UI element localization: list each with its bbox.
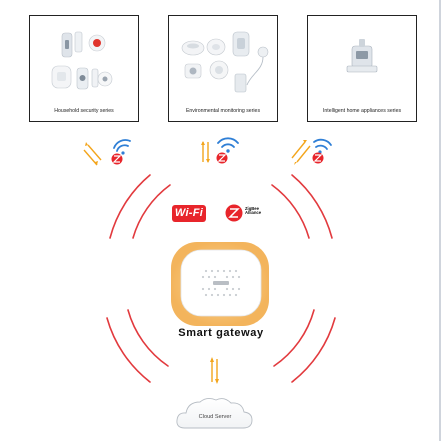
right-signal-arrows-icon (291, 140, 311, 165)
center-wifi-icon (217, 137, 239, 153)
left-zigbee-icon (111, 153, 123, 165)
right-link-icons (291, 138, 332, 165)
left-signal-arrows-icon (83, 142, 102, 166)
center-zigbee-icon (216, 152, 228, 164)
left-link-icons (83, 139, 131, 166)
right-wifi-icon (313, 138, 332, 154)
zigbee-text-line1: ZigBee (245, 206, 259, 211)
signal-waves (106, 174, 336, 383)
gateway-vent-grid (201, 269, 241, 297)
page-edge-divider (439, 0, 441, 441)
wave-top-right-outer (291, 174, 333, 239)
wifi-logo-text: Wi-Fi (174, 207, 204, 219)
household-security-card[interactable]: Household security series (29, 15, 139, 122)
wave-top-right-inner (271, 184, 310, 239)
gateway-brand-mark (213, 281, 229, 285)
intelligent-appliances-label: Intelligent home appliances series (322, 108, 402, 114)
smart-gateway-device[interactable] (171, 242, 269, 326)
center-signal-arrows-icon (201, 141, 210, 163)
left-wifi-icon (113, 139, 131, 155)
zigbee-alliance-logo (225, 204, 243, 222)
wave-top-left-inner (132, 184, 171, 239)
environmental-monitoring-card[interactable]: Environmental monitoring series (168, 15, 278, 122)
right-zigbee-icon (312, 152, 324, 164)
environmental-monitoring-label: Environmental monitoring series (185, 108, 261, 114)
security-devices-image (32, 18, 136, 100)
intelligent-appliances-card[interactable]: Intelligent home appliances series (307, 15, 417, 122)
household-security-label: Household security series (54, 108, 114, 114)
wifi-logo-badge: Wi-Fi (172, 205, 206, 222)
wave-bottom-right-outer (291, 317, 336, 383)
cloud-link-arrows-icon (210, 357, 219, 384)
wave-bottom-right-inner (273, 309, 315, 367)
appliance-device-image (310, 18, 414, 100)
wave-bottom-left-inner (127, 309, 169, 367)
zigbee-alliance-text: ZigBee Alliance (245, 206, 262, 216)
cloud-server-icon[interactable] (176, 397, 253, 429)
wave-bottom-left-outer (106, 317, 151, 383)
center-link-icons (201, 137, 239, 164)
wave-top-left-outer (109, 174, 151, 239)
zigbee-text-line2: Alliance (245, 210, 262, 216)
cloud-server-label: Cloud Server (198, 414, 232, 420)
environment-devices-image (171, 18, 275, 100)
smart-gateway-label: Smart gateway (178, 327, 264, 339)
